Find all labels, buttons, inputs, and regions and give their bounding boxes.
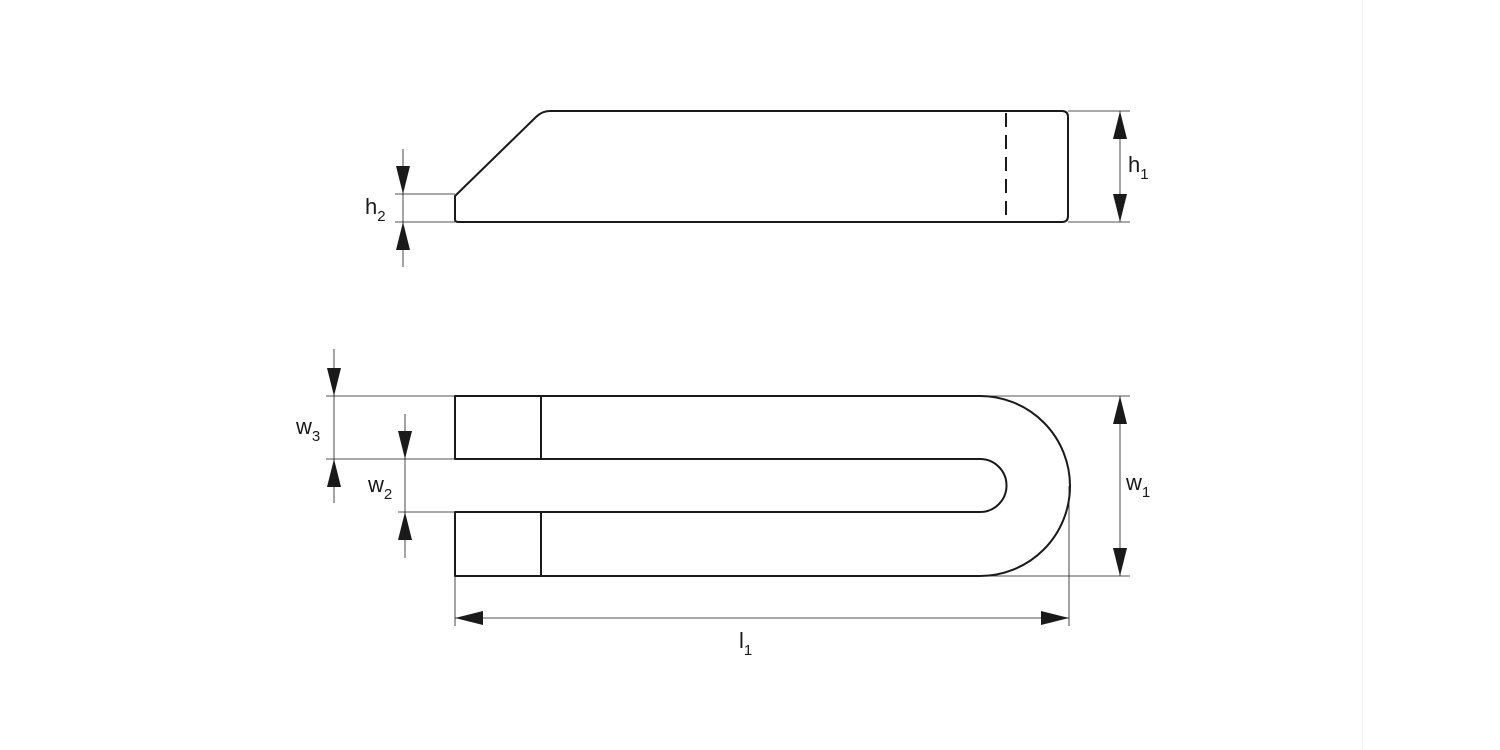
dimension-h1: h1 (1068, 110, 1149, 223)
side-view-outline (454, 110, 1069, 223)
label-l1-sub: 1 (744, 642, 752, 659)
side-view: h1 h2 (365, 110, 1149, 267)
arrowhead (398, 431, 412, 459)
arrowhead (1113, 194, 1127, 222)
arrowhead (396, 222, 410, 250)
top-view: w1 w3 w2 l1 (295, 349, 1150, 659)
dimension-w3: w3 (295, 349, 455, 503)
arrowhead (327, 368, 341, 396)
label-h1-sub: 1 (1140, 166, 1148, 183)
label-h2: h2 (365, 194, 386, 225)
label-w3-main: w (295, 414, 312, 439)
label-w1-sub: 1 (1142, 484, 1150, 501)
label-w2-sub: 2 (384, 486, 392, 503)
dimension-h2: h2 (365, 149, 455, 267)
frame-border (1362, 0, 1363, 750)
arrowhead (1113, 548, 1127, 576)
label-w3-sub: 3 (312, 428, 320, 445)
dimension-w1: w1 (980, 395, 1150, 577)
label-w1-main: w (1125, 470, 1142, 495)
arrowhead (398, 512, 412, 540)
dimension-l1: l1 (454, 486, 1070, 659)
label-l1-main: l (739, 628, 744, 653)
top-view-outline (454, 395, 1071, 577)
label-h1-main: h (1128, 152, 1140, 177)
label-w2-main: w (367, 472, 384, 497)
arrowhead (1113, 111, 1127, 139)
label-w2: w2 (367, 472, 392, 503)
label-w1: w1 (1125, 470, 1150, 501)
label-h2-sub: 2 (377, 208, 385, 225)
arrowhead (1113, 396, 1127, 424)
label-l1: l1 (739, 628, 752, 659)
arrowhead (1041, 611, 1069, 625)
arrowhead (396, 166, 410, 194)
label-h2-main: h (365, 194, 377, 219)
label-h1: h1 (1128, 152, 1149, 183)
label-w3: w3 (295, 414, 320, 445)
arrowhead (327, 459, 341, 487)
dimension-w2: w2 (367, 414, 455, 558)
arrowhead (455, 611, 483, 625)
